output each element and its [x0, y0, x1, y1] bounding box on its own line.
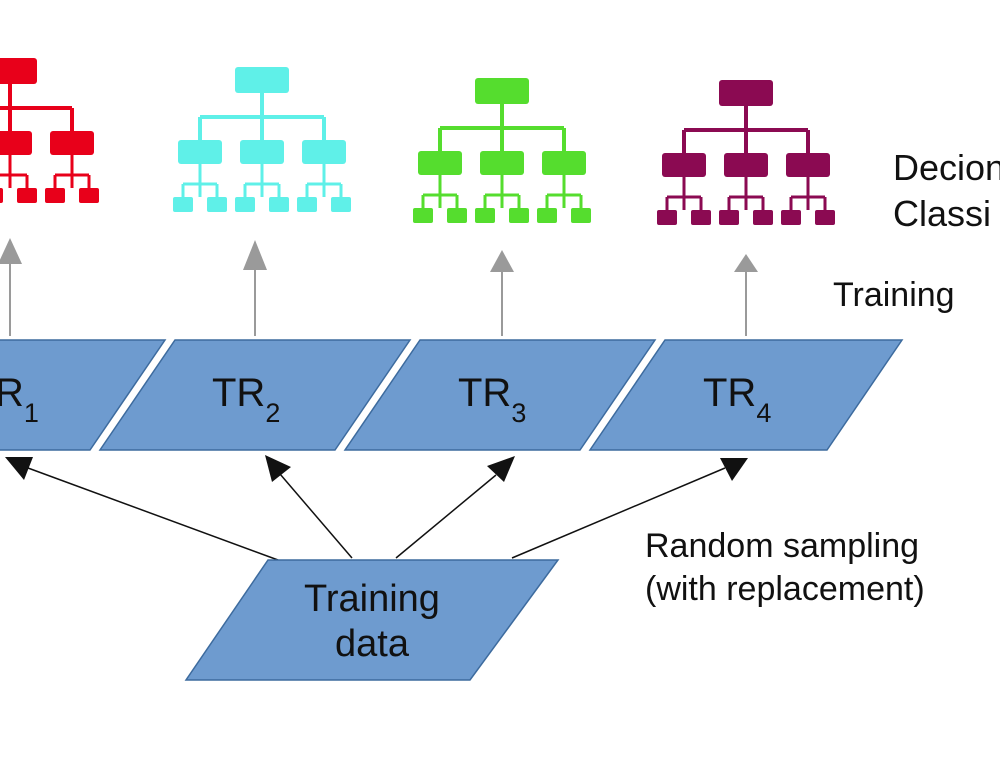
decision-tree-2	[173, 67, 351, 212]
svg-text:TR2: TR2	[212, 371, 280, 428]
decision-tree-1	[0, 58, 99, 203]
training-arrow-3	[490, 250, 514, 336]
subset-1-label: R	[0, 371, 24, 415]
subset-4-label: TR	[703, 371, 756, 415]
training-subset-4: TR4	[588, 339, 904, 451]
svg-text:TR4: TR4	[703, 371, 771, 428]
svg-text:TR3: TR3	[458, 371, 526, 428]
sampling-arrow-1	[5, 457, 279, 561]
classifiers-label-line2: Classi	[893, 193, 991, 234]
training-data-line1: Training	[304, 578, 440, 620]
subset-1-subscript: 1	[24, 398, 39, 428]
sampling-arrow-4	[511, 458, 748, 559]
decision-tree-4	[657, 80, 835, 225]
subset-4-subscript: 4	[756, 398, 771, 428]
classifiers-label-line1: Decion	[893, 147, 1000, 188]
training-arrow-1	[0, 238, 22, 336]
training-subset-1: R1	[0, 339, 167, 451]
training-subset-3: TR3	[343, 339, 657, 451]
subset-3-subscript: 3	[511, 398, 526, 428]
sampling-label-line1: Random sampling	[645, 527, 919, 565]
sampling-arrow-3	[395, 456, 515, 559]
subset-2-label: TR	[212, 371, 265, 415]
training-arrow-2	[243, 240, 267, 336]
svg-text:R1: R1	[0, 371, 39, 428]
training-subset-2: TR2	[98, 339, 412, 451]
decision-tree-3	[413, 78, 591, 223]
training-data-line2: data	[335, 623, 410, 665]
subset-3-label: TR	[458, 371, 511, 415]
subset-2-subscript: 2	[265, 398, 280, 428]
training-data-box: Training data	[184, 559, 560, 681]
training-arrow-4	[734, 254, 758, 336]
training-label: Training	[833, 276, 955, 314]
sampling-arrow-2	[265, 455, 353, 559]
sampling-label-line2: (with replacement)	[645, 570, 925, 608]
